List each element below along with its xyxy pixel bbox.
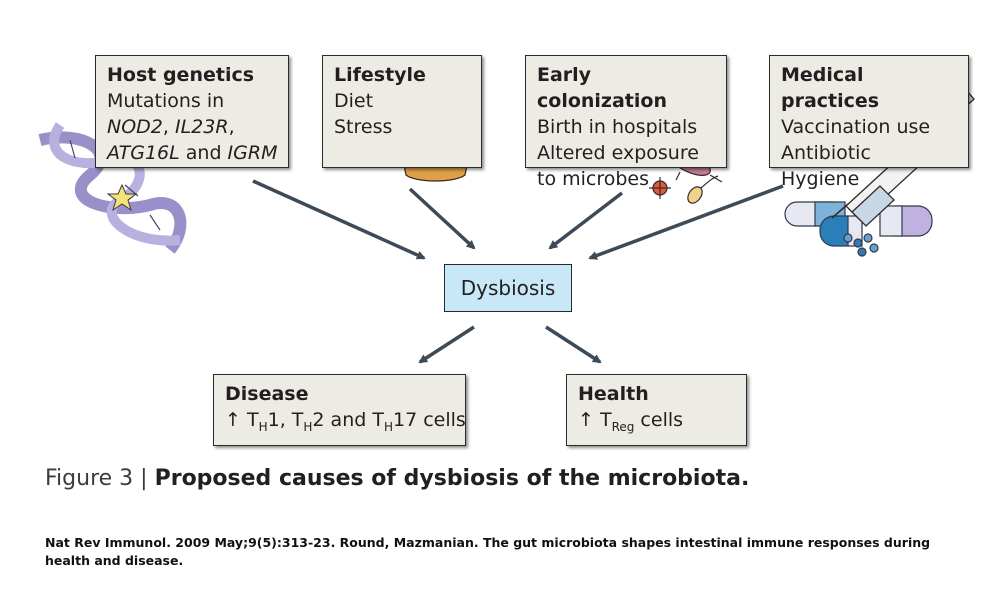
- host-genetics-genes-line: ATG16L and IGRM: [107, 140, 278, 166]
- arrow-to-health: [545, 325, 602, 364]
- gene-igrm: IGRM: [227, 142, 278, 164]
- host-genetics-genes-line: NOD2, IL23R,: [107, 114, 278, 140]
- arrow-lifestyle-to-dysbiosis: [408, 187, 476, 250]
- health-title: Health: [578, 383, 649, 405]
- t-cell-subscript: H: [303, 420, 313, 434]
- gene-il23r: IL23R: [174, 116, 229, 138]
- t-cell-symbol: T: [246, 409, 259, 431]
- arrow-host-to-dysbiosis: [252, 179, 426, 260]
- medical-practices-line: Antibiotic: [781, 142, 871, 164]
- health-cells-line: ↑ TReg cells: [578, 407, 736, 440]
- host-genetics-box: Host genetics Mutations in NOD2, IL23R, …: [95, 55, 289, 168]
- figure-label: Figure 3: [45, 466, 134, 491]
- up-arrow-icon: ↑: [225, 409, 241, 431]
- arrow-early-to-dysbiosis: [548, 191, 624, 250]
- t-cell-symbol: T: [372, 409, 384, 431]
- lifestyle-line: Diet: [334, 90, 374, 112]
- arrow-to-disease: [418, 325, 475, 364]
- t-cell-subscript: H: [258, 420, 268, 434]
- health-box: Health ↑ TReg cells: [566, 374, 747, 446]
- early-colonization-title: Early colonization: [537, 64, 667, 112]
- caption-separator: |: [140, 466, 148, 491]
- early-colonization-line: to microbes: [537, 168, 650, 190]
- medical-practices-line: Hygiene: [781, 168, 860, 190]
- disease-title: Disease: [225, 383, 309, 405]
- up-arrow-icon: ↑: [578, 409, 594, 431]
- treg-subscript: Reg: [611, 420, 635, 434]
- t-cell-subscript: H: [383, 420, 393, 434]
- dysbiosis-label: Dysbiosis: [460, 276, 556, 300]
- medical-practices-title: Medical practices: [781, 64, 880, 112]
- caption-text: Proposed causes of dysbiosis of the micr…: [154, 466, 750, 491]
- gene-atg16l: ATG16L: [107, 142, 180, 164]
- host-genetics-title: Host genetics: [107, 64, 255, 86]
- t-cell-type: 17 cells: [392, 409, 466, 431]
- t-cell-type: 1,: [267, 409, 292, 431]
- disease-cells-line: ↑ TH1, TH2 and TH17 cells: [225, 407, 466, 440]
- dysbiosis-box: Dysbiosis: [444, 264, 572, 312]
- lifestyle-line: Stress: [334, 116, 393, 138]
- early-colonization-line: Altered exposure: [537, 142, 699, 164]
- early-colonization-box: Early colonization Birth in hospitals Al…: [525, 55, 727, 190]
- medical-practices-box: Medical practices Vaccination use Antibi…: [769, 55, 969, 190]
- figure-caption: Figure 3 | Proposed causes of dysbiosis …: [45, 466, 749, 491]
- medical-practices-line: Vaccination use: [781, 116, 931, 138]
- t-cell-symbol: T: [291, 409, 304, 431]
- lifestyle-box: Lifestyle Diet Stress: [322, 55, 482, 168]
- t-cell-symbol: T: [599, 409, 612, 431]
- early-colonization-line: Birth in hospitals: [537, 116, 698, 138]
- gene-comma: ,: [228, 116, 235, 138]
- gene-comma: ,: [162, 116, 169, 138]
- host-genetics-line: Mutations in: [107, 90, 225, 112]
- citation-text: Nat Rev Immunol. 2009 May;9(5):313-23. R…: [45, 535, 931, 568]
- pills-icon: [784, 201, 933, 257]
- t-cell-type: cells: [634, 409, 684, 431]
- disease-box: Disease ↑ TH1, TH2 and TH17 cells: [213, 374, 466, 446]
- t-cell-type: 2 and: [312, 409, 373, 431]
- dna-helix-icon: [38, 122, 187, 254]
- lifestyle-title: Lifestyle: [334, 64, 426, 86]
- gene-and: and: [179, 142, 228, 164]
- arrow-medical-to-dysbiosis: [588, 184, 784, 260]
- gene-nod2: NOD2: [107, 116, 163, 138]
